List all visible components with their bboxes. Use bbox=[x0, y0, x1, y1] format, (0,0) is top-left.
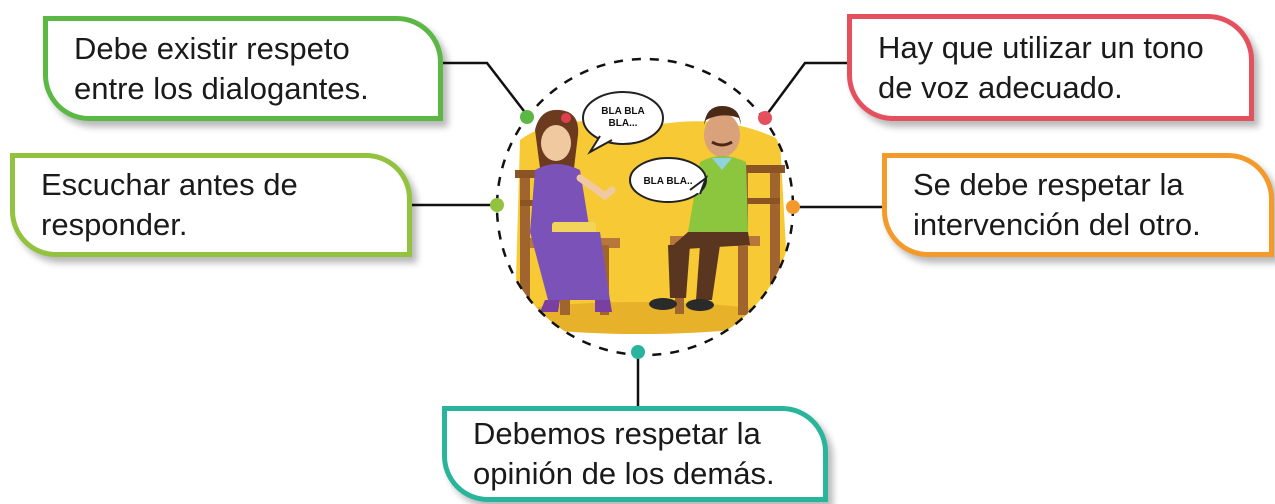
bubble-tono-text: Hay que utilizar un tono de voz adecuado… bbox=[878, 29, 1204, 105]
bubble-tono: Hay que utilizar un tono de voz adecuado… bbox=[847, 14, 1254, 121]
dot-escuchar bbox=[490, 198, 504, 212]
speech-text-man: BLA BLA.. bbox=[643, 176, 692, 187]
dot-opinion bbox=[631, 345, 645, 359]
bubble-opinion-text: Debemos respetar la opinión de los demás… bbox=[473, 416, 775, 491]
bubble-opinion: Debemos respetar la opinión de los demás… bbox=[442, 406, 828, 502]
bubble-respeto: Debe existir respeto entre los dialogant… bbox=[43, 16, 443, 121]
speech-bubble-woman bbox=[582, 91, 664, 155]
speech-bubble-man bbox=[629, 157, 709, 203]
connector-respeto bbox=[443, 61, 528, 116]
dot-intervencion bbox=[786, 200, 800, 214]
dot-tono bbox=[758, 111, 772, 125]
woman-figure bbox=[530, 109, 616, 312]
bubble-respeto-text: Debe existir respeto entre los dialogant… bbox=[74, 30, 369, 106]
connector-tono bbox=[763, 61, 848, 118]
man-figure bbox=[649, 106, 750, 311]
bubble-escuchar-text: Escuchar antes de responder. bbox=[41, 167, 298, 242]
dot-respeto bbox=[520, 110, 534, 124]
bubble-intervencion-text: Se debe respetar la intervención del otr… bbox=[913, 167, 1201, 242]
bubble-escuchar: Escuchar antes de responder. bbox=[10, 153, 412, 257]
bubble-intervencion: Se debe respetar la intervención del otr… bbox=[882, 153, 1274, 257]
